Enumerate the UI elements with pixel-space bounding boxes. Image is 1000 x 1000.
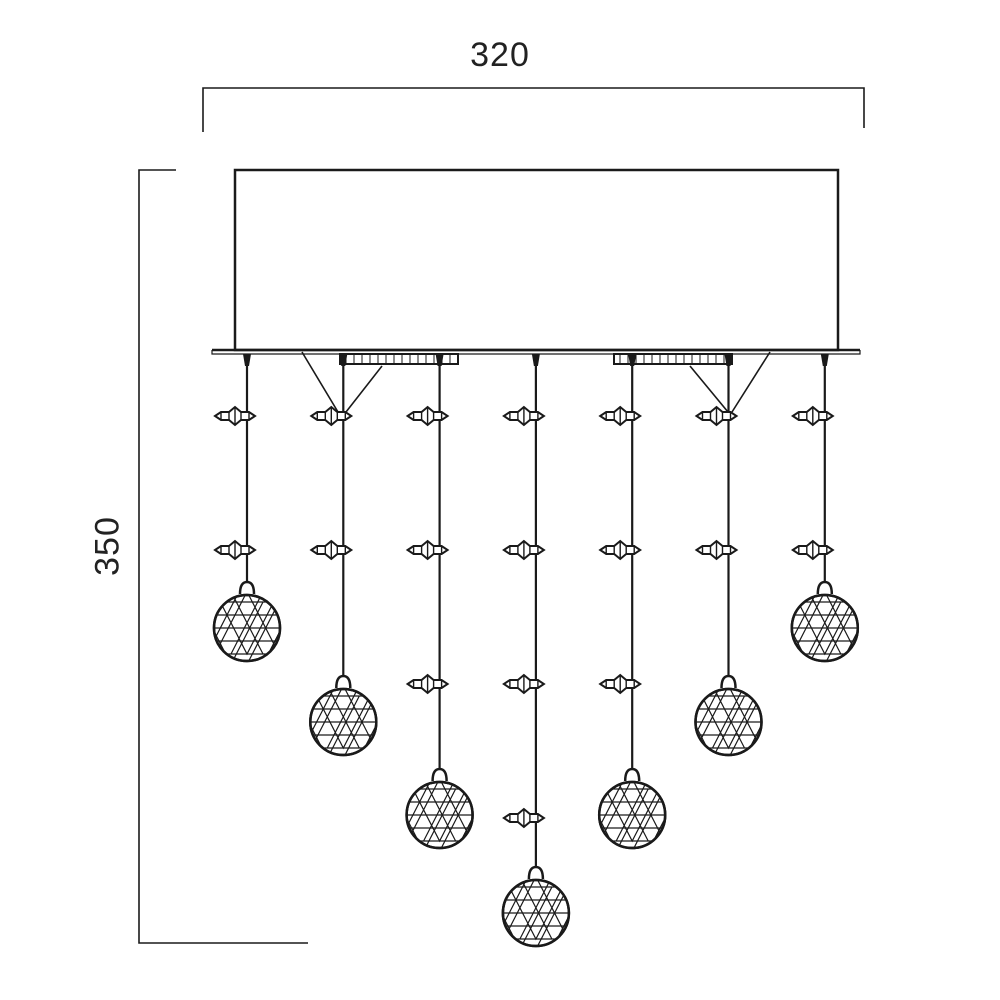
crystal-spacer [599,540,642,560]
pendant-4 [480,354,584,965]
pendant-5 [576,354,680,867]
pendant-6 [673,354,777,774]
width-dimension-label: 320 [470,36,530,74]
crystal-spacer [502,674,545,694]
crystal-spacer [502,406,545,426]
globe-hook [527,865,545,881]
driver-grille-right [613,353,733,365]
crystal-spacer [406,406,449,426]
crystal-spacer [502,540,545,560]
crystal-globe-4 [480,835,584,965]
crystal-spacer [791,540,834,560]
crystal-spacer [310,406,353,426]
globe-hook [816,580,834,596]
crystal-spacer [599,406,642,426]
globe-hook [335,674,352,690]
crystal-spacer [695,540,738,560]
pendant-2 [287,354,391,774]
crystal-spacer [406,540,449,560]
crystal-globe-2 [287,644,391,774]
crystal-spacer [599,674,642,694]
crystal-globe-1 [191,550,295,680]
pendant-mount-6 [724,354,733,366]
pendant-1 [191,354,295,680]
crystal-spacer [502,808,545,828]
pendant-mount-2 [339,354,348,366]
height-dimension-label: 350 [88,516,127,576]
crystal-spacer [791,406,834,426]
ceiling-canopy [211,168,861,355]
width-dimension-line [202,87,865,132]
crystal-spacer [310,540,353,560]
crystal-spacer [695,406,738,426]
globe-hook [238,580,256,596]
crystal-globe-6 [673,644,777,774]
crystal-globe-5 [576,737,680,867]
crystal-spacer [406,674,449,694]
crystal-spacer [214,540,256,560]
crystal-spacer [214,406,256,426]
pendant-7 [769,354,873,680]
pendant-mount-3 [435,354,444,366]
globe-hook [720,674,737,690]
support-struts [301,351,771,413]
pendant-mount-7 [820,354,829,366]
pendant-3 [384,354,488,867]
globe-hook [623,767,641,783]
pendant-mount-5 [628,354,637,366]
height-dimension-line [138,169,308,944]
crystal-globe-3 [384,737,488,867]
globe-hook [431,767,448,783]
pendant-group [191,354,873,965]
pendant-mount-1 [243,354,251,366]
pendant-mount-4 [531,354,540,366]
crystal-globe-7 [769,550,873,680]
